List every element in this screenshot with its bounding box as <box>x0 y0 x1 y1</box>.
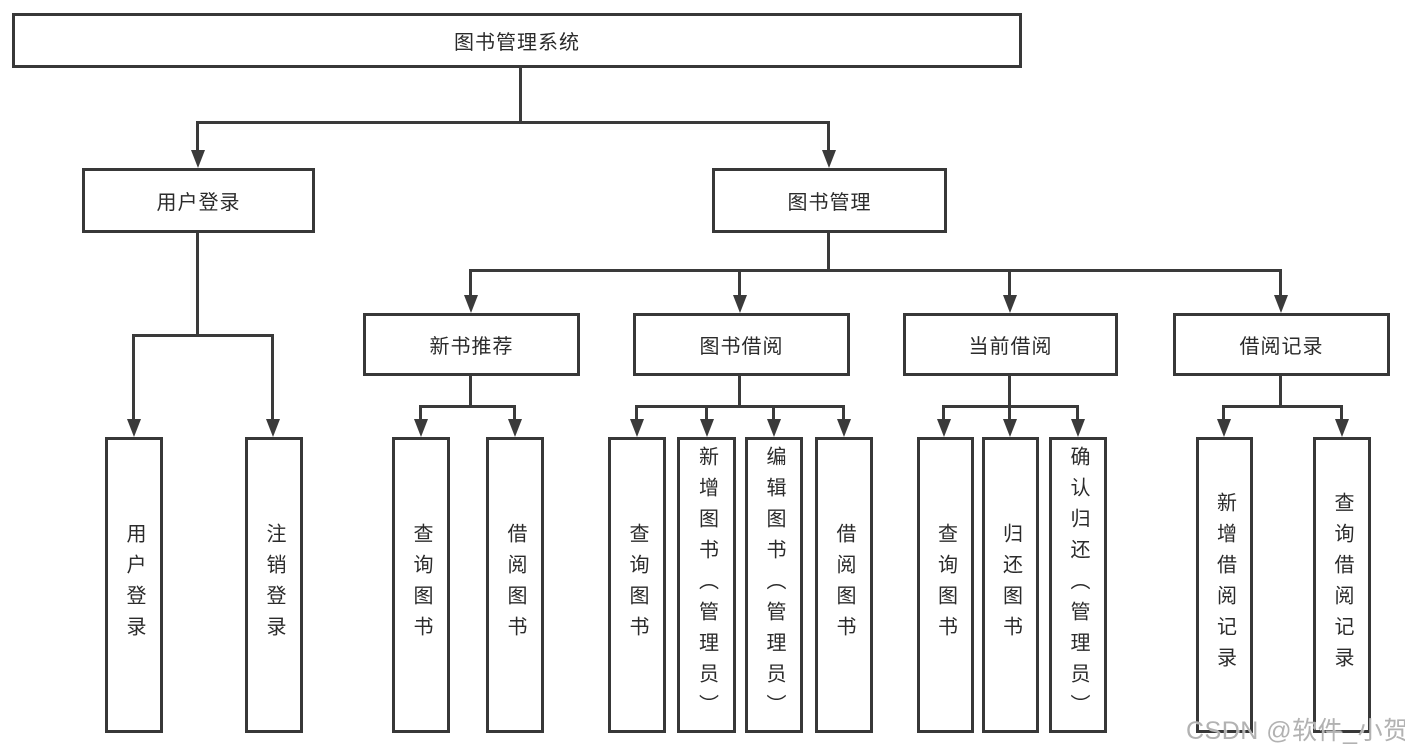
arrow-down-icon <box>822 150 836 168</box>
connector-shaft <box>1340 405 1343 421</box>
arrow-down-icon <box>733 295 747 313</box>
leaf-borrow-edit-books-admin: 编辑图书（管理员） <box>745 437 803 733</box>
node-new-book-label: 新书推荐 <box>429 336 514 358</box>
arrow-down-icon <box>191 150 205 168</box>
arrow-down-icon <box>464 295 478 313</box>
connector-bookborrow-stem <box>738 375 741 408</box>
leaf-user-login: 用户登录 <box>105 437 163 733</box>
leaf-newbook-borrow-books: 借阅图书 <box>486 437 544 733</box>
arrow-down-icon <box>508 419 522 437</box>
connector-shaft <box>842 405 845 421</box>
leaf-label: 注销登录 <box>263 523 285 647</box>
arrow-down-icon <box>266 419 280 437</box>
node-book-borrowing-label: 图书借阅 <box>699 336 784 358</box>
node-current-borrowing-label: 当前借阅 <box>968 336 1053 358</box>
arrow-down-icon <box>937 419 951 437</box>
leaf-borrow-borrow-books: 借阅图书 <box>815 437 873 733</box>
leaf-records-add-borrow-record: 新增借阅记录 <box>1196 437 1253 733</box>
arrow-down-icon <box>630 419 644 437</box>
connector-newbook-bar <box>420 405 516 408</box>
connector-shaft <box>827 121 830 152</box>
arrow-down-icon <box>414 419 428 437</box>
leaf-label: 新增图书（管理员） <box>695 445 718 725</box>
connector-shaft <box>419 405 422 421</box>
leaf-label: 归还图书 <box>999 523 1022 647</box>
node-borrowing-records-label: 借阅记录 <box>1239 336 1324 358</box>
arrow-down-icon <box>837 419 851 437</box>
connector-shaft <box>705 405 708 421</box>
connector-bookmgmt-stem <box>827 232 830 272</box>
connector-shaft <box>513 405 516 421</box>
connector-shaft <box>196 121 199 152</box>
arrow-down-icon <box>767 419 781 437</box>
connector-shaft <box>738 269 741 297</box>
node-book-management: 图书管理 <box>712 168 947 233</box>
node-borrowing-records: 借阅记录 <box>1173 313 1390 376</box>
node-user-login-label: 用户登录 <box>156 192 241 214</box>
connector-userlogin-stem <box>196 232 199 336</box>
leaf-label: 确认归还（管理员） <box>1067 445 1089 725</box>
connector-shaft <box>1008 269 1011 297</box>
leaf-label: 借阅图书 <box>504 523 526 647</box>
node-current-borrowing: 当前借阅 <box>903 313 1118 376</box>
leaf-label: 查询图书 <box>934 523 957 647</box>
leaf-label: 查询借阅记录 <box>1331 492 1353 678</box>
connector-records-stem <box>1279 375 1282 408</box>
leaf-borrow-add-books-admin: 新增图书（管理员） <box>677 437 736 733</box>
arrow-down-icon <box>1335 419 1349 437</box>
leaf-label: 编辑图书（管理员） <box>763 445 785 725</box>
node-new-book-recommendation: 新书推荐 <box>363 313 580 376</box>
leaf-records-query-borrow-record: 查询借阅记录 <box>1313 437 1371 733</box>
connector-shaft <box>772 405 775 421</box>
leaf-label: 新增借阅记录 <box>1213 492 1236 678</box>
connector-userlogin-bar <box>133 334 274 337</box>
leaf-label: 查询图书 <box>410 523 432 647</box>
connector-shaft <box>1008 405 1011 421</box>
leaf-logout-login: 注销登录 <box>245 437 303 733</box>
connector-shaft <box>271 334 274 421</box>
connector-records-bar <box>1223 405 1343 408</box>
leaf-label: 借阅图书 <box>833 523 855 647</box>
connector-root-stem <box>519 67 522 123</box>
leaf-label: 用户登录 <box>123 523 145 647</box>
arrow-down-icon <box>127 419 141 437</box>
arrow-down-icon <box>1217 419 1231 437</box>
connector-newbook-stem <box>469 375 472 408</box>
node-root-label: 图书管理系统 <box>454 32 580 54</box>
watermark-text: CSDN @软件_小贺同学 <box>1186 717 1405 745</box>
node-book-borrowing: 图书借阅 <box>633 313 850 376</box>
node-root: 图书管理系统 <box>12 13 1022 68</box>
connector-root-bar <box>197 121 830 124</box>
leaf-newbook-query-books: 查询图书 <box>392 437 450 733</box>
connector-currentborrow-bar <box>943 405 1079 408</box>
connector-shaft <box>942 405 945 421</box>
node-book-management-label: 图书管理 <box>787 192 872 214</box>
arrow-down-icon <box>1003 295 1017 313</box>
leaf-current-query-books: 查询图书 <box>917 437 974 733</box>
leaf-current-return-books: 归还图书 <box>982 437 1039 733</box>
arrow-down-icon <box>1274 295 1288 313</box>
connector-bookmgmt-bar <box>470 269 1281 272</box>
connector-shaft <box>1222 405 1225 421</box>
connector-shaft <box>132 334 135 421</box>
arrow-down-icon <box>1003 419 1017 437</box>
connector-shaft <box>1279 269 1282 297</box>
connector-bookborrow-bar <box>636 405 844 408</box>
connector-shaft <box>1076 405 1079 421</box>
connector-shaft <box>469 269 472 297</box>
arrow-down-icon <box>700 419 714 437</box>
arrow-down-icon <box>1071 419 1085 437</box>
connector-currentborrow-stem <box>1008 375 1011 408</box>
leaf-current-confirm-return-admin: 确认归还（管理员） <box>1049 437 1107 733</box>
node-user-login: 用户登录 <box>82 168 315 233</box>
leaf-borrow-query-books: 查询图书 <box>608 437 666 733</box>
leaf-label: 查询图书 <box>626 523 648 647</box>
connector-shaft <box>635 405 638 421</box>
